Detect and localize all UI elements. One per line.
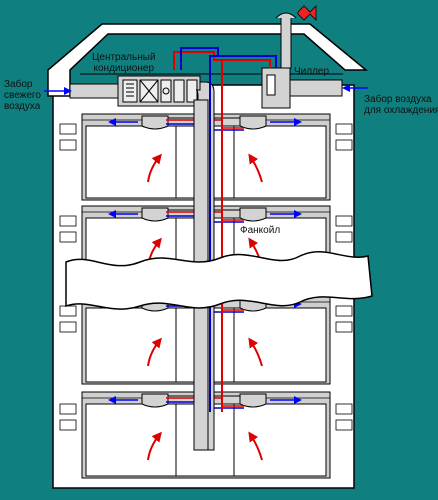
fancoil-left	[141, 207, 169, 222]
red-curved-arrow-icon	[248, 431, 263, 461]
room-right	[233, 125, 327, 199]
chiller-unit	[261, 12, 343, 109]
window-right	[335, 123, 353, 135]
room-left	[85, 403, 177, 477]
room-right	[233, 307, 327, 383]
window-left	[59, 419, 77, 431]
room-left	[85, 125, 177, 199]
window-right	[335, 231, 353, 243]
red-curved-arrow-icon	[147, 153, 162, 183]
window-right	[335, 139, 353, 151]
cooling-air-intake-label: Забор воздуха для охлаждения	[364, 94, 438, 116]
fancoil-left	[141, 115, 169, 130]
room-right	[233, 403, 327, 477]
fancoil-left	[141, 393, 169, 408]
window-left	[59, 215, 77, 227]
cold-riser	[180, 47, 277, 412]
red-curved-arrow-icon	[248, 337, 263, 367]
fan-icon	[297, 5, 317, 21]
torn-break	[65, 251, 373, 310]
fancoil-label: Фанкойл	[240, 225, 281, 236]
red-curved-arrow-icon	[147, 431, 162, 461]
fancoil-right	[239, 393, 267, 408]
window-left	[59, 305, 77, 317]
window-left	[59, 139, 77, 151]
room-left	[85, 307, 177, 383]
window-left	[59, 321, 77, 333]
central-ac-unit	[117, 75, 201, 107]
window-left	[59, 231, 77, 243]
central-ac-label: Центральный кондиционер	[92, 52, 156, 74]
window-left	[59, 123, 77, 135]
chiller-label: Чиллер	[294, 66, 330, 77]
fresh-air-duct	[69, 83, 119, 99]
fresh-air-intake-label: Забор свежего воздуха	[4, 79, 41, 112]
fancoil-right	[239, 115, 267, 130]
red-curved-arrow-icon	[147, 337, 162, 367]
fancoil-right	[239, 207, 267, 222]
red-curved-arrow-icon	[248, 153, 263, 183]
window-right	[335, 419, 353, 431]
roof	[47, 23, 369, 97]
window-right	[335, 215, 353, 227]
window-right	[335, 403, 353, 415]
window-right	[335, 305, 353, 317]
window-left	[59, 403, 77, 415]
window-right	[335, 321, 353, 333]
